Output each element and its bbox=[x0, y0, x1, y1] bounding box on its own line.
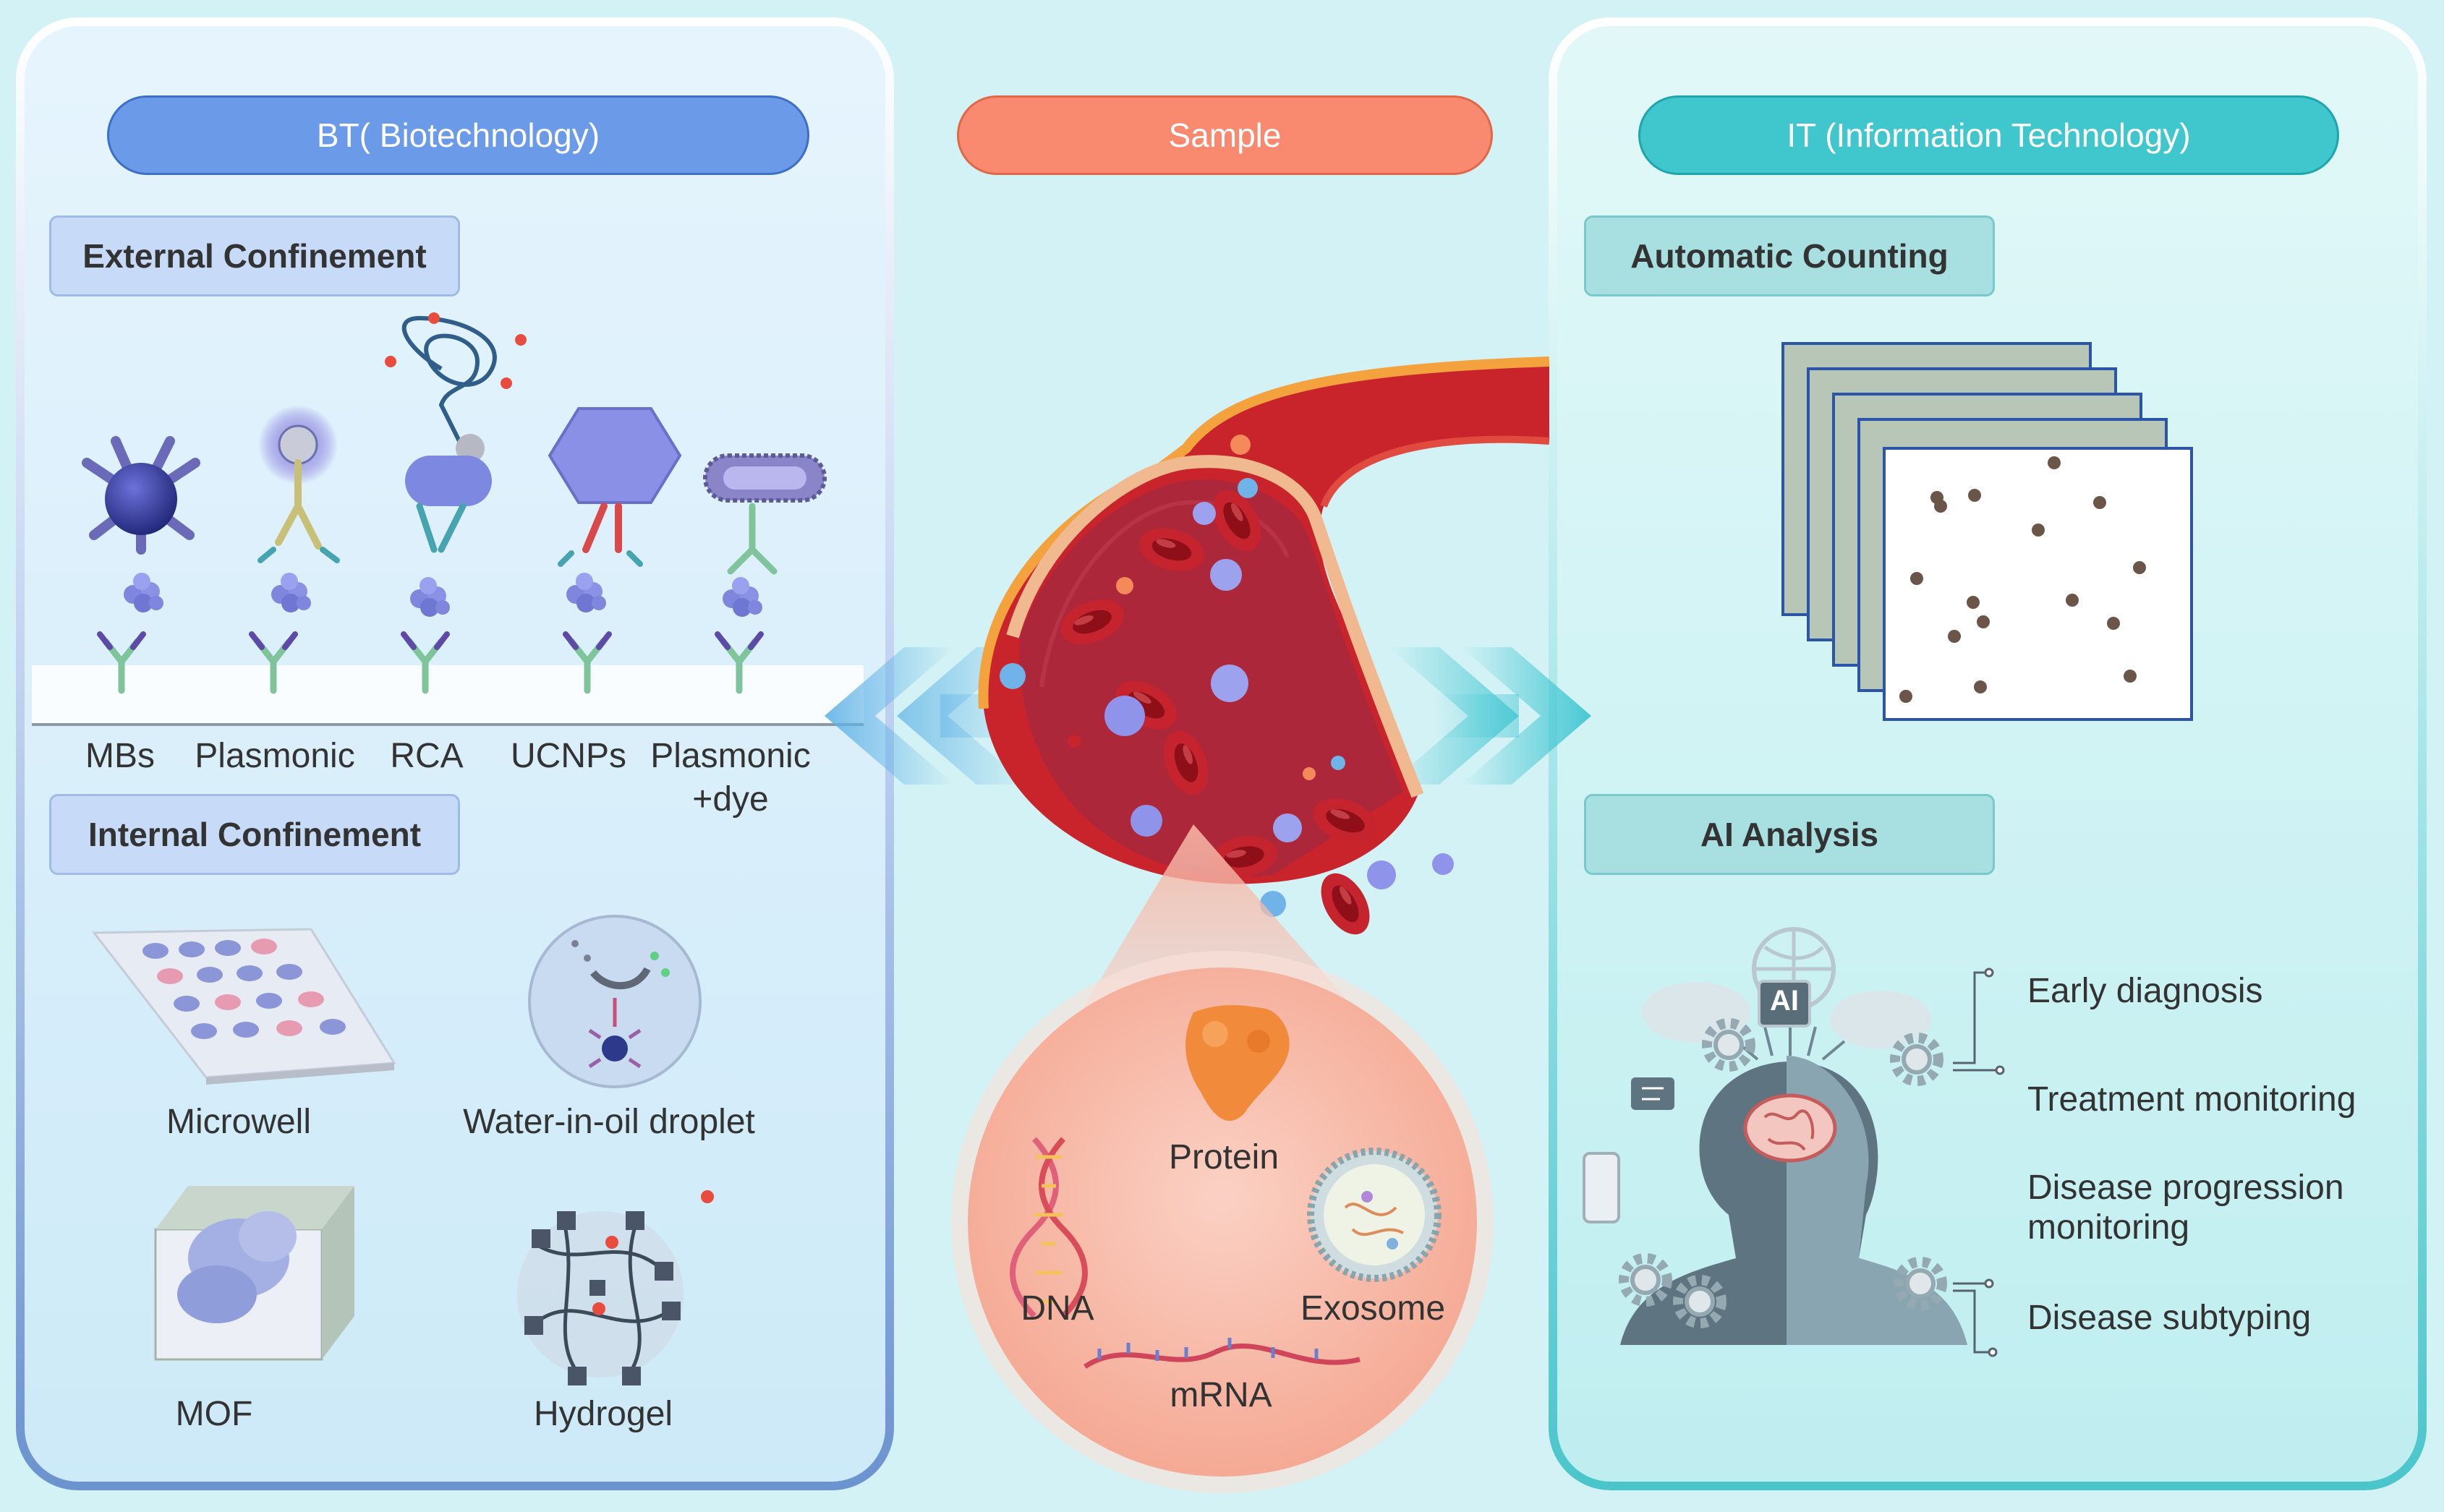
protein-illustration bbox=[1185, 1005, 1290, 1121]
label-hydrogel: Hydrogel bbox=[533, 1395, 673, 1433]
label-plasmonic-dye-line2: +dye bbox=[692, 780, 769, 819]
counting-image-stack bbox=[1781, 342, 2193, 721]
label-plasmonic-dye: Plasmonic bbox=[650, 737, 811, 775]
external-confinement-box: External Confinement bbox=[49, 215, 460, 296]
plasmonic-probe bbox=[257, 405, 340, 563]
bt-header-pill: BT( Biotechnology) bbox=[107, 95, 809, 175]
ai-analysis-box: AI Analysis bbox=[1584, 794, 1995, 875]
mof-illustration bbox=[154, 1186, 354, 1361]
automatic-counting-title: Automatic Counting bbox=[1630, 237, 1949, 275]
sample-header-pill: Sample bbox=[957, 95, 1493, 175]
rca-probe bbox=[385, 312, 527, 553]
label-dna: DNA bbox=[1021, 1289, 1094, 1328]
ai-illustration bbox=[1583, 927, 1967, 1345]
external-confinement-title: External Confinement bbox=[82, 237, 427, 275]
ai-analysis-title: AI Analysis bbox=[1700, 816, 1879, 853]
label-microwell: Microwell bbox=[166, 1103, 312, 1141]
output-early-diagnosis: Early diagnosis bbox=[2027, 972, 2263, 1010]
ai-chip-label: AI bbox=[1770, 985, 1799, 1017]
dna-illustration bbox=[1010, 1137, 1088, 1318]
label-mbs: MBs bbox=[85, 737, 155, 775]
output-disease-progression: Disease progression bbox=[2027, 1169, 2344, 1207]
label-ucnps: UCNPs bbox=[510, 737, 627, 775]
label-exosome: Exosome bbox=[1300, 1289, 1446, 1328]
label-droplet: Water-in-oil droplet bbox=[463, 1103, 755, 1141]
sample-zoom-circle bbox=[968, 968, 1477, 1477]
label-plasmonic: Plasmonic bbox=[195, 737, 355, 775]
label-mrna: mRNA bbox=[1170, 1376, 1272, 1414]
hydrogel-illustration bbox=[517, 1190, 714, 1385]
plasmonic-dye-probe bbox=[703, 453, 827, 575]
label-protein: Protein bbox=[1168, 1138, 1280, 1176]
internal-confinement-title: Internal Confinement bbox=[88, 816, 422, 853]
automatic-counting-box: Automatic Counting bbox=[1584, 215, 1995, 296]
arrow-to-it bbox=[1389, 647, 1591, 785]
it-header-label: IT (Information Technology) bbox=[1787, 116, 2191, 154]
mb-probe bbox=[82, 436, 200, 555]
label-mof: MOF bbox=[175, 1395, 253, 1433]
internal-confinement-box: Internal Confinement bbox=[49, 794, 460, 875]
blood-cells bbox=[1000, 435, 1454, 943]
microwell-illustration bbox=[91, 928, 396, 1085]
it-header-pill: IT (Information Technology) bbox=[1638, 95, 2339, 175]
ai-output-connectors bbox=[1953, 968, 2005, 1357]
mrna-illustration bbox=[1083, 1338, 1361, 1369]
output-disease-progression-line2: monitoring bbox=[2027, 1208, 2190, 1247]
ucnp-probe bbox=[548, 407, 682, 567]
exosome-illustration bbox=[1307, 1148, 1442, 1282]
droplet-illustration bbox=[528, 915, 702, 1088]
label-rca: RCA bbox=[390, 737, 464, 775]
bt-header-label: BT( Biotechnology) bbox=[316, 116, 600, 154]
sample-header-label: Sample bbox=[1168, 116, 1282, 154]
output-treatment-monitoring: Treatment monitoring bbox=[2027, 1080, 2356, 1119]
output-disease-subtyping: Disease subtyping bbox=[2027, 1299, 2312, 1337]
